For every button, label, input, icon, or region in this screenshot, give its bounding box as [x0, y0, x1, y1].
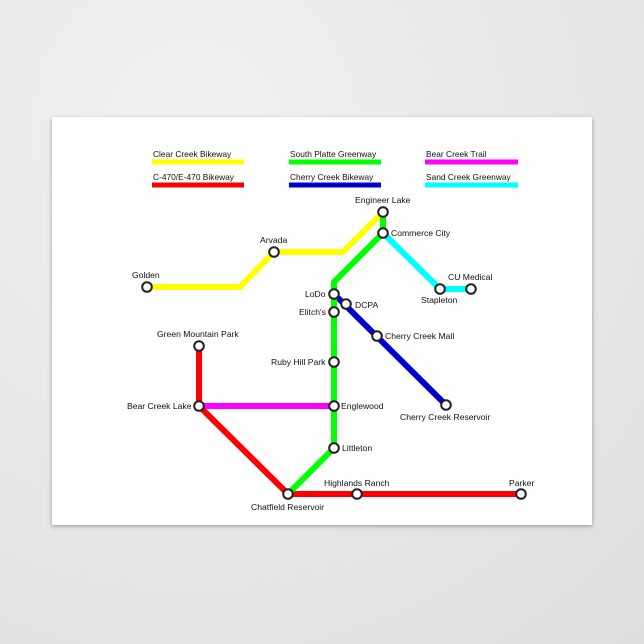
station-littleton[interactable]: [328, 442, 340, 454]
route-cherry-creek: [331, 291, 449, 408]
label-dcpa: DCPA: [355, 300, 379, 310]
label-cherry-creek-mall: Cherry Creek Mall: [385, 331, 454, 341]
legend-label-cherry-creek: Cherry Creek Bikeway: [290, 172, 374, 182]
station-arvada[interactable]: [268, 246, 280, 258]
label-highlands-ranch: Highlands Ranch: [324, 478, 390, 488]
label-littleton: Littleton: [342, 443, 372, 453]
station-bear-creek-lake[interactable]: [193, 400, 205, 412]
station-markers: [141, 206, 527, 500]
station-green-mountain-park[interactable]: [193, 340, 205, 352]
label-cherry-creek-reservoir: Cherry Creek Reservoir: [400, 412, 490, 422]
station-engineer-lake[interactable]: [377, 206, 389, 218]
legend-label-c470: C-470/E-470 Bikeway: [153, 172, 235, 182]
station-ruby-hill-park[interactable]: [328, 356, 340, 368]
station-cherry-creek-mall[interactable]: [371, 330, 383, 342]
route-c470: [196, 346, 521, 497]
station-cu-medical[interactable]: [465, 283, 477, 295]
legend-label-south-platte: South Platte Greenway: [290, 149, 377, 159]
legend-label-bear-creek: Bear Creek Trail: [426, 149, 487, 159]
legend-label-clear-creek: Clear Creek Bikeway: [153, 149, 232, 159]
label-parker: Parker: [509, 478, 534, 488]
station-highlands-ranch[interactable]: [351, 488, 363, 500]
route-south-platte: [285, 212, 386, 497]
bike-trail-map: Clear Creek Bikeway South Platte Greenwa…: [127, 149, 534, 512]
label-stapleton: Stapleton: [421, 295, 458, 305]
label-bear-creek-lake: Bear Creek Lake: [127, 401, 192, 411]
station-commerce-city[interactable]: [377, 227, 389, 239]
station-chatfield-reservoir[interactable]: [282, 488, 294, 500]
label-cu-medical: CU Medical: [448, 272, 493, 282]
station-lodo[interactable]: [328, 288, 340, 300]
station-parker[interactable]: [515, 488, 527, 500]
label-ruby-hill-park: Ruby Hill Park: [271, 357, 326, 367]
station-cherry-creek-reservoir[interactable]: [440, 399, 452, 411]
postcard: Clear Creek Bikeway South Platte Greenwa…: [52, 117, 592, 525]
label-englewood: Englewood: [341, 401, 384, 411]
route-clear-creek: [147, 209, 386, 290]
station-golden[interactable]: [141, 281, 153, 293]
label-elitchs: Elitch's: [299, 307, 326, 317]
label-lodo: LoDo: [305, 289, 326, 299]
label-chatfield-reservoir: Chatfield Reservoir: [251, 502, 324, 512]
legend-label-sand-creek: Sand Creek Greenway: [426, 172, 512, 182]
legend: Clear Creek Bikeway South Platte Greenwa…: [152, 149, 518, 188]
station-labels: Engineer Lake Commerce City Arvada Golde…: [127, 195, 534, 512]
label-engineer-lake: Engineer Lake: [355, 195, 411, 205]
label-green-mountain-park: Green Mountain Park: [157, 329, 239, 339]
station-stapleton[interactable]: [434, 283, 446, 295]
station-dcpa[interactable]: [340, 298, 352, 310]
label-commerce-city: Commerce City: [391, 228, 451, 238]
label-arvada: Arvada: [260, 235, 287, 245]
station-elitchs[interactable]: [328, 306, 340, 318]
label-golden: Golden: [132, 270, 160, 280]
station-englewood[interactable]: [328, 400, 340, 412]
